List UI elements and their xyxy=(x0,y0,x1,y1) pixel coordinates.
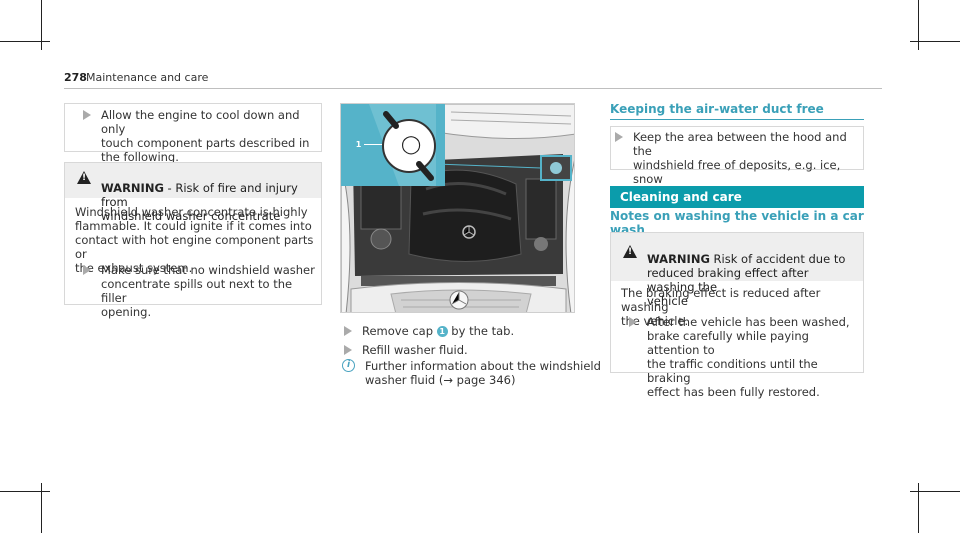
warning-box: WARNING - Risk of fire and injury from w… xyxy=(64,162,322,319)
warning-header xyxy=(65,163,321,198)
washer-fluid-icon: ◯ xyxy=(401,134,422,155)
warning-box: WARNING Risk of accident due to reduced … xyxy=(610,232,864,399)
crop-mark xyxy=(41,483,42,533)
list-item: Make sure that no windshield washer conc… xyxy=(83,263,321,319)
section-heading: Keeping the air-water duct free xyxy=(610,102,864,120)
warning-body: Windshield washer concentrate is highly … xyxy=(75,205,314,275)
warning-label: WARNING xyxy=(101,181,164,195)
bullet-text: Allow the engine to cool down and only t… xyxy=(101,108,310,164)
warning-triangle-icon xyxy=(77,171,91,184)
crop-mark xyxy=(918,483,919,533)
triangle-right-icon xyxy=(344,326,352,336)
step-suffix: by the tab. xyxy=(447,324,515,338)
warning-heading: WARNING Risk of accident due to reduced … xyxy=(647,238,859,308)
warning-subtitle: Risk of accident due to reduced braking … xyxy=(647,252,846,308)
info-text: Further information about the windshield… xyxy=(365,359,601,387)
warning-label: WARNING xyxy=(647,252,710,266)
info-note: i Further information about the windshie… xyxy=(342,359,601,387)
list-item: Remove cap 1 by the tab. xyxy=(344,324,514,338)
cap-detail-inset: ◯ 1 xyxy=(341,104,445,186)
page-number: 278 xyxy=(64,71,87,84)
engine-bay-figure: ◯ 1 xyxy=(340,103,575,313)
crop-mark xyxy=(910,491,960,492)
crop-mark xyxy=(910,41,960,42)
washer-cap-illustration xyxy=(369,104,436,186)
triangle-right-icon xyxy=(629,317,637,327)
page-header: 278 Maintenance and care xyxy=(64,71,882,89)
triangle-right-icon xyxy=(83,110,91,120)
engine-bay-illustration xyxy=(341,104,574,312)
callout-marker: 1 xyxy=(436,326,448,337)
warning-triangle-icon xyxy=(623,245,637,258)
step-text: Refill washer fluid. xyxy=(362,343,468,357)
crop-mark xyxy=(0,491,50,492)
warning-header xyxy=(611,233,863,281)
list-item: Allow the engine to cool down and only t… xyxy=(83,108,321,164)
crop-mark xyxy=(41,0,42,50)
list-item: After the vehicle has been washed, brake… xyxy=(629,315,863,399)
instruction-box: Allow the engine to cool down and only t… xyxy=(64,103,322,164)
chapter-banner: Cleaning and care xyxy=(610,186,864,208)
callout-leader xyxy=(364,144,382,145)
list-item: Refill washer fluid. xyxy=(344,343,468,357)
info-icon: i xyxy=(342,359,355,372)
triangle-right-icon xyxy=(344,345,352,355)
warning-subtitle: - Risk of fire and injury from windshiel… xyxy=(101,181,298,223)
warning-heading: WARNING - Risk of fire and injury from w… xyxy=(101,167,316,223)
triangle-right-icon xyxy=(83,265,91,275)
callout-marker: 1 xyxy=(353,139,364,150)
step-text: Remove cap 1 by the tab. xyxy=(362,324,514,338)
step-prefix: Remove cap xyxy=(362,324,437,338)
bullet-text: After the vehicle has been washed, brake… xyxy=(647,315,850,399)
bullet-text: Make sure that no windshield washer conc… xyxy=(101,263,315,319)
triangle-right-icon xyxy=(615,132,623,142)
section-title: Maintenance and care xyxy=(86,71,209,84)
instruction-box: Keep the area between the hood and the w… xyxy=(610,126,864,200)
crop-mark xyxy=(0,41,50,42)
crop-mark xyxy=(918,0,919,50)
